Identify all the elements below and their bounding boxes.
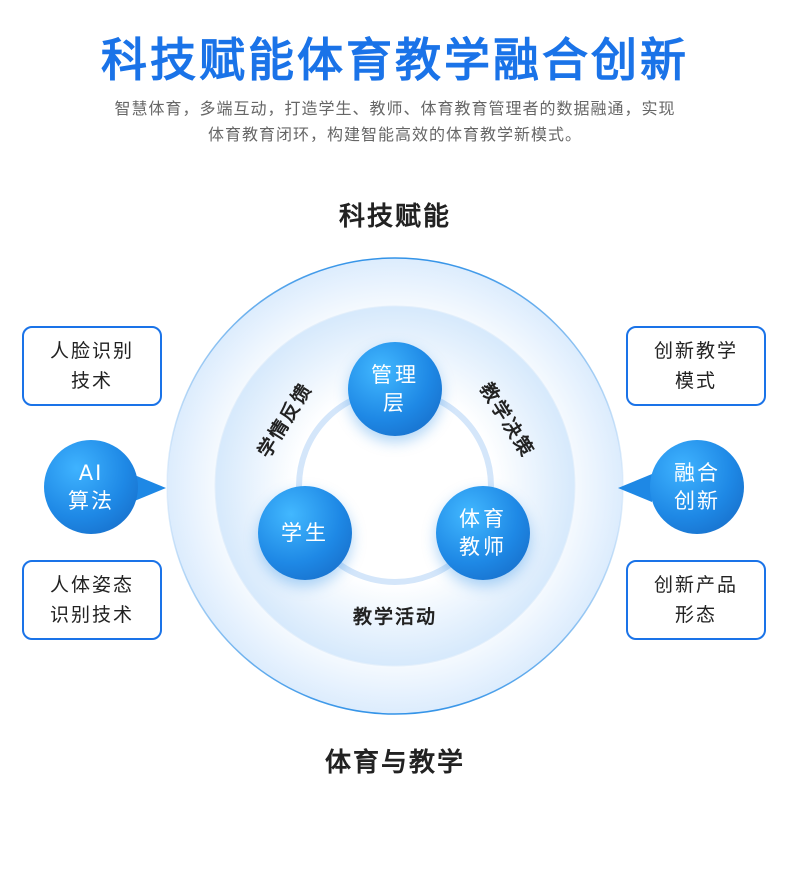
node-management-line-1: 管理 bbox=[371, 363, 419, 387]
page-subtitle: 智慧体育，多端互动，打造学生、教师、体育教育管理者的数据融通，实现 体育教育闭环… bbox=[60, 96, 730, 148]
subtitle-line-1: 智慧体育，多端互动，打造学生、教师、体育教育管理者的数据融通，实现 bbox=[114, 99, 676, 118]
box-product-form-line-1: 创新产品 bbox=[653, 574, 738, 596]
bubble-fusion-line-1: 融合 bbox=[674, 461, 720, 485]
bubble-fusion-circle: 融合 创新 bbox=[650, 440, 744, 534]
bubble-ai-line-1: AI bbox=[78, 461, 104, 485]
top-label: 科技赋能 bbox=[338, 202, 451, 232]
bubble-ai-line-2: 算法 bbox=[68, 489, 114, 513]
node-student: 学生 bbox=[258, 486, 352, 580]
box-teaching-mode: 创新教学 模式 bbox=[626, 326, 766, 406]
arc-label-activity: 教学活动 bbox=[353, 606, 438, 628]
box-pose-recognition: 人体姿态 识别技术 bbox=[22, 560, 162, 640]
box-face-recognition-line-1: 人脸识别 bbox=[49, 340, 134, 362]
bubble-ai-algorithm: AI 算法 bbox=[44, 440, 174, 534]
subtitle-line-2: 体育教育闭环，构建智能高效的体育教学新模式。 bbox=[207, 125, 582, 144]
bubble-ai-circle: AI 算法 bbox=[44, 440, 138, 534]
box-product-form: 创新产品 形态 bbox=[626, 560, 766, 640]
bottom-label: 体育与教学 bbox=[324, 748, 465, 778]
box-teaching-mode-line-1: 创新教学 bbox=[653, 340, 738, 362]
page-title: 科技赋能体育教学融合创新 bbox=[101, 33, 689, 87]
bubble-tail-left bbox=[618, 474, 652, 502]
box-face-recognition-line-2: 技术 bbox=[70, 370, 113, 392]
node-pe-teacher: 体育 教师 bbox=[436, 486, 530, 580]
bubble-fusion-innovation: 融合 创新 bbox=[616, 440, 746, 534]
node-pe-teacher-line-2: 教师 bbox=[459, 535, 507, 559]
box-pose-recognition-line-2: 识别技术 bbox=[49, 604, 134, 626]
bubble-fusion-line-2: 创新 bbox=[674, 489, 720, 513]
node-student-label: 学生 bbox=[281, 521, 329, 545]
node-management: 管理 层 bbox=[348, 342, 442, 436]
box-product-form-line-2: 形态 bbox=[674, 604, 717, 626]
box-pose-recognition-line-1: 人体姿态 bbox=[49, 574, 134, 596]
box-face-recognition: 人脸识别 技术 bbox=[22, 326, 162, 406]
node-pe-teacher-line-1: 体育 bbox=[459, 507, 507, 531]
node-management-line-2: 层 bbox=[383, 391, 407, 415]
box-teaching-mode-line-2: 模式 bbox=[674, 370, 717, 392]
